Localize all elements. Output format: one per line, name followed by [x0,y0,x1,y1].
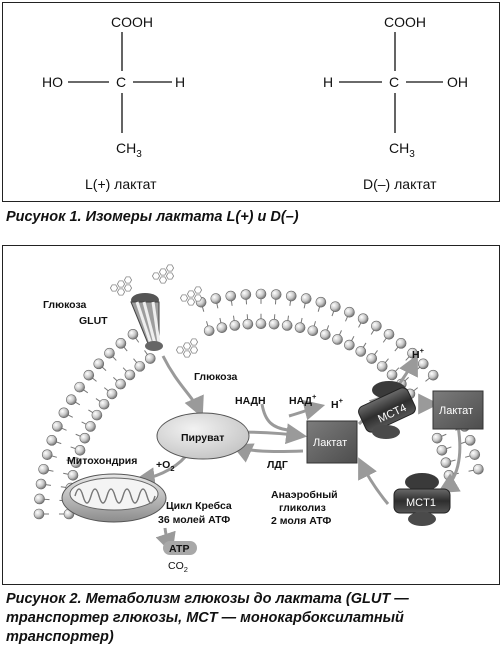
nadh-label: НАДН [235,395,266,407]
l-lactate-structure: COOH HO C H CH3 L(+) лактат [42,14,185,192]
krebs-label-line2: 36 молей АТФ [158,514,230,526]
mct4-transporter: MCT4 [358,381,416,439]
glut-transporter-icon [130,293,163,351]
figure-2-panel: MCT4 MCT1 Лактат Лактат Пируват [2,245,500,585]
o2-label: +O2 [156,459,174,473]
co2-label: CO2 [168,560,188,574]
nad-label: НАД+ [289,392,317,407]
atp-label: АТР [169,543,189,555]
figure-1-panel: COOH HO C H CH3 L(+) лактат COOH H C OH … [2,2,500,202]
d-lactate-name: D(–) лактат [363,176,437,192]
l-ch3-label: CH3 [116,140,142,160]
lactate-inner-box: Лактат [306,420,358,464]
h-plus-inner-label: H+ [331,396,344,411]
atp-badge: АТР CO2 [163,541,197,574]
l-ho-label: HO [42,74,63,90]
pyruvate-node: Пируват [156,412,250,460]
lactate-inner-label: Лактат [313,437,347,449]
l-cooh-label: COOH [111,14,153,30]
anaerobic-label-line3: 2 моля АТФ [271,515,331,527]
l-h-label: H [175,74,185,90]
glut-label: GLUT [79,315,108,327]
d-cooh-label: COOH [384,14,426,30]
figure-1-caption: Рисунок 1. Изомеры лактата L(+) и D(–) [6,209,299,225]
glucose-metabolism-diagram: MCT4 MCT1 Лактат Лактат Пируват [33,264,484,574]
d-h-label: H [323,74,333,90]
figure-2-caption: Рисунок 2. Метаболизм глюкозы до лактата… [6,591,409,645]
anaerobic-label-line2: гликолиз [279,502,326,514]
h-plus-outer-label: H+ [412,346,425,361]
mct1-label: MCT1 [406,497,436,509]
glucose-molecule-clusters [109,264,203,358]
pyruvate-label: Пируват [181,432,224,444]
cell-membrane-bilayer [33,288,484,520]
l-lactate-name: L(+) лактат [85,176,157,192]
mitochondrion-icon [61,473,167,523]
mct1-transporter: MCT1 [393,473,451,526]
lactate-outer-label: Лактат [439,405,473,417]
d-lactate-structure: COOH H C OH CH3 D(–) лактат [323,14,468,192]
lactate-outer-box: Лактат [432,390,484,430]
ldg-label: ЛДГ [267,459,288,471]
d-carbon-label: C [389,74,399,90]
krebs-label-line1: Цикл Кребса [166,500,232,512]
lactate-isomers-drawing: COOH HO C H CH3 L(+) лактат COOH H C OH … [42,14,468,192]
anaerobic-label-line1: Анаэробный [271,489,338,501]
d-oh-label: OH [447,74,468,90]
l-carbon-label: C [116,74,126,90]
glucose-mid-label: Глюкоза [194,371,238,383]
d-ch3-label: CH3 [389,140,415,160]
mitochondria-label: Митохондрия [67,455,137,467]
glucose-top-label: Глюкоза [43,299,87,311]
